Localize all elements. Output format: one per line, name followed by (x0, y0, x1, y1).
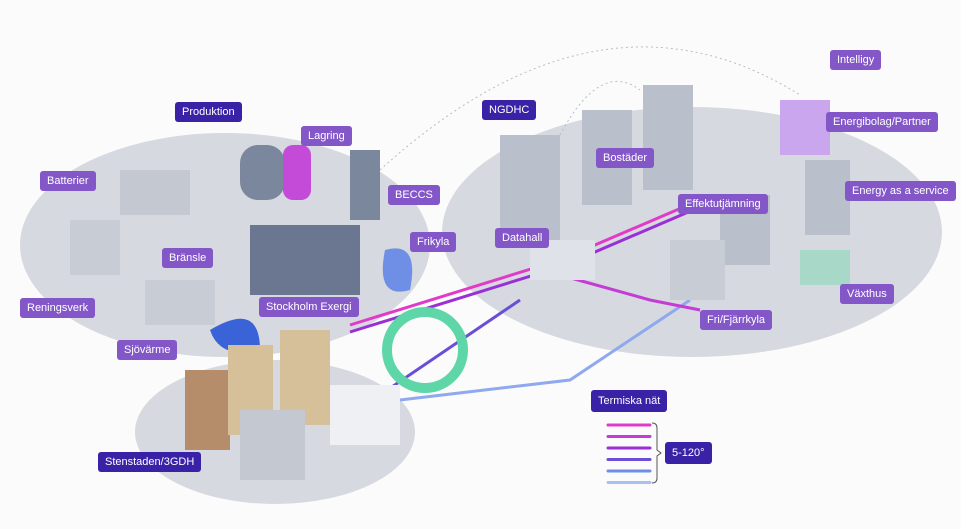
label-stockholm-exergi: Stockholm Exergi (259, 297, 359, 317)
label-bostader: Bostäder (596, 148, 655, 168)
label-reningsverk: Reningsverk (20, 298, 96, 318)
dotted-data-links (379, 46, 801, 171)
label-ngdhc: NGDHC (482, 100, 537, 120)
legend-lines (606, 423, 652, 484)
label-bransle: Bränsle (162, 248, 214, 268)
label-stenstaden: Stenstaden/3GDH (98, 452, 202, 472)
label-sjovarme: Sjövärme (117, 340, 178, 360)
label-batterier: Batterier (40, 171, 96, 191)
heat-exchange-hub (382, 307, 468, 393)
label-energibolag: Energibolag/Partner (826, 112, 938, 132)
label-fri-fjarrkyla: Fri/Fjärrkyla (700, 310, 773, 330)
label-energy-as-a-service: Energy as a service (845, 181, 956, 201)
label-effektutjamning: Effektutjämning (678, 194, 768, 214)
label-datahall: Datahall (495, 228, 550, 248)
label-produktion: Produktion (175, 102, 242, 122)
label-beccs: BECCS (388, 185, 440, 205)
label-intelligy: Intelligy (830, 50, 882, 70)
legend-brace (651, 422, 662, 484)
label-frikyla: Frikyla (410, 232, 457, 252)
legend-range: 5-120° (665, 442, 712, 464)
legend-title: Termiska nät (591, 390, 668, 412)
label-vaxthus: Växthus (840, 284, 894, 304)
label-lagring: Lagring (301, 126, 352, 146)
